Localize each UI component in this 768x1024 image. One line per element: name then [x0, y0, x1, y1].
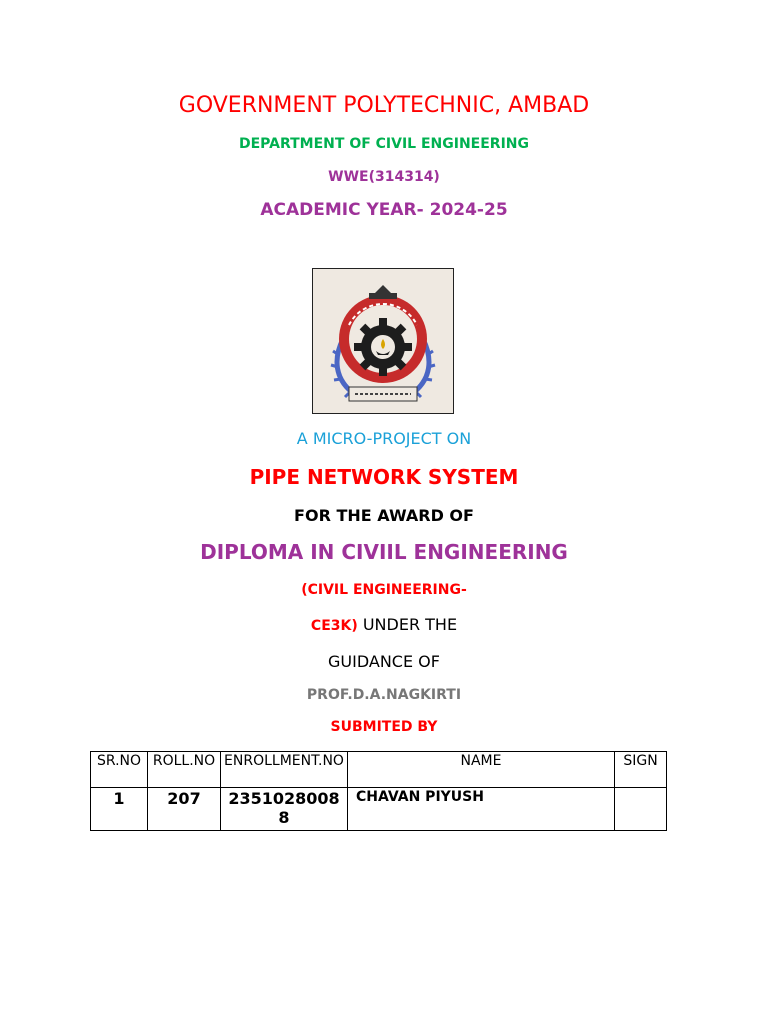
cell-enrollment-no: 23510280088 — [220, 787, 348, 831]
student-table: SR.NO ROLL.NO ENROLLMENT.NO NAME SIGN 1 … — [90, 751, 667, 831]
project-title: PIPE NETWORK SYSTEM — [249, 465, 519, 489]
diploma-name: DIPLOMA IN CIVIIL ENGINEERING — [200, 540, 568, 564]
college-emblem-gear-lamp-icon — [313, 269, 453, 413]
branch-code: CE3K) — [310, 618, 358, 634]
award-line: FOR THE AWARD OF — [294, 506, 474, 525]
guidance-line-1: CE3K) UNDER THE — [0, 615, 768, 634]
guide-name: PROF.D.A.NAGKIRTI — [306, 687, 462, 703]
table-row: 1 207 23510280088 CHAVAN PIYUSH — [90, 787, 667, 831]
guidance-line-2: GUIDANCE OF — [328, 652, 440, 671]
header-sr-no: SR.NO — [90, 751, 148, 788]
cell-name: CHAVAN PIYUSH — [347, 787, 615, 831]
under-the-text: UNDER THE — [357, 615, 458, 634]
branch-line: (CIVIL ENGINEERING- — [301, 582, 467, 598]
header-roll-no: ROLL.NO — [147, 751, 221, 788]
cell-sr-no: 1 — [90, 787, 148, 831]
cell-sign — [614, 787, 667, 831]
course-code: WWE(314314) — [328, 169, 440, 185]
academic-year: ACADEMIC YEAR- 2024-25 — [260, 200, 508, 220]
cell-roll-no: 207 — [147, 787, 221, 831]
header-sign: SIGN — [614, 751, 667, 788]
table-header-row: SR.NO ROLL.NO ENROLLMENT.NO NAME SIGN — [90, 751, 667, 788]
header-enrollment-no: ENROLLMENT.NO — [220, 751, 348, 788]
college-logo — [312, 268, 454, 414]
department-name: DEPARTMENT OF CIVIL ENGINEERING — [238, 136, 529, 152]
submitted-by-label: SUBMITED BY — [330, 719, 438, 735]
micro-project-intro: A MICRO-PROJECT ON — [296, 429, 472, 448]
header-name: NAME — [347, 751, 615, 788]
institute-name: GOVERNMENT POLYTECHNIC, AMBAD — [178, 93, 590, 118]
